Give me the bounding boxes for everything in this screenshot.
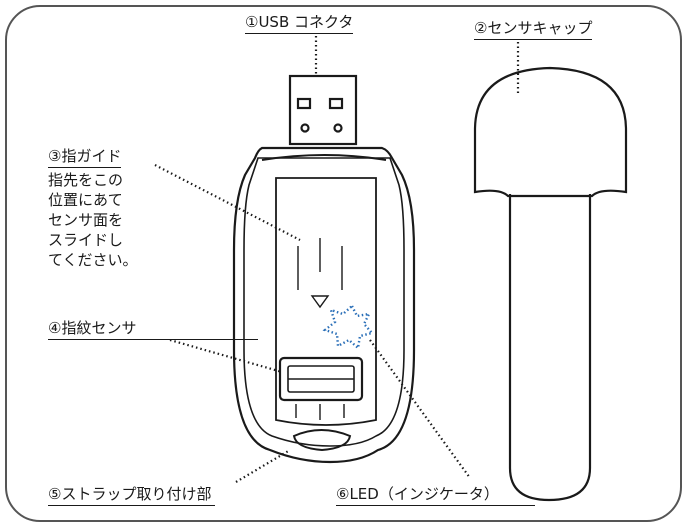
strap-hole <box>292 429 352 452</box>
finger-guide-desc-line: スライドし <box>48 231 124 249</box>
finger-guide-panel <box>275 177 377 426</box>
sensor-cap <box>473 66 628 502</box>
finger-guide-desc-line: 位置にあて <box>48 191 123 209</box>
finger-guide-desc-line: センサ面を <box>48 211 124 229</box>
usb-connector-plug <box>288 74 358 146</box>
device-body-inner <box>243 157 405 447</box>
finger-guide-desc-line: てください。 <box>48 251 138 269</box>
cap-dome <box>473 66 628 198</box>
cap-stem <box>508 194 592 502</box>
triangle-down-icon <box>310 295 330 309</box>
leader-lines <box>154 36 520 483</box>
sensor-cap-label: ②センサキャップ <box>474 18 593 40</box>
usb-device <box>232 74 416 464</box>
strap-attachment-label: ⑤ストラップ取り付け部 <box>48 484 216 506</box>
led-indicator-label: ⑥LED（インジケータ） <box>336 484 535 506</box>
finger-guide-label: ③指ガイド <box>48 146 122 168</box>
outer-frame <box>5 5 682 522</box>
led-indicator-icon <box>322 304 375 351</box>
fingerprint-sensor-label: ④指紋センサ <box>48 318 259 340</box>
usb-connector-label: ①USB コネクタ <box>245 12 354 34</box>
device-body-outer <box>232 146 416 464</box>
finger-guide-description: 指先をこの 位置にあて センサ面を スライドし てください。 <box>48 170 168 270</box>
finger-guide-desc-line: 指先をこの <box>48 171 124 189</box>
